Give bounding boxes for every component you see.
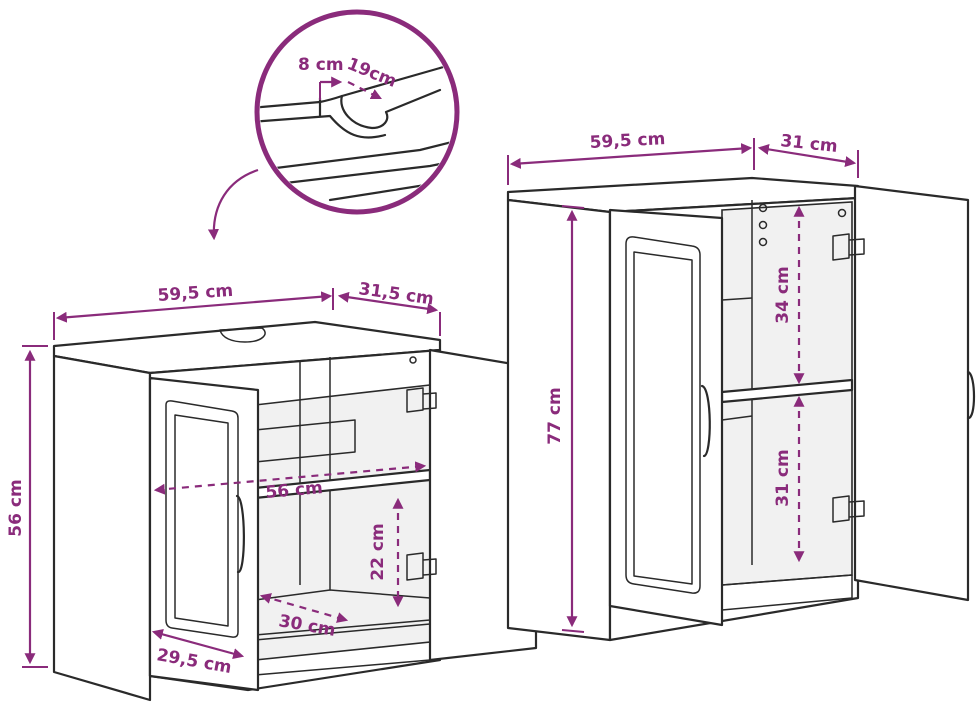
label-tall-lower-height: 31 cm [773, 449, 793, 506]
label-tall-width: 59,5 cm [589, 129, 666, 153]
zoom-pointer-arrow [207, 168, 259, 241]
label-notch-depth: 8 cm [298, 55, 344, 75]
tall-cabinet: 59,5 cm 31 cm 77 cm 34 cm 31 cm [506, 129, 976, 642]
label-tall-upper-height: 34 cm [773, 266, 793, 323]
label-small-inner-width: 56 cm [265, 478, 324, 503]
label-small-shelf-height: 22 cm [368, 523, 388, 580]
label-tall-height: 77 cm [545, 387, 565, 444]
small-cabinet: 59,5 cm 31,5 cm 56 cm 56 cm 22 cm 30 cm … [6, 279, 544, 702]
notch-detail-zoom: 8 cm 19cm [254, 9, 460, 215]
label-small-width: 59,5 cm [157, 281, 234, 306]
label-small-height: 56 cm [6, 479, 26, 536]
